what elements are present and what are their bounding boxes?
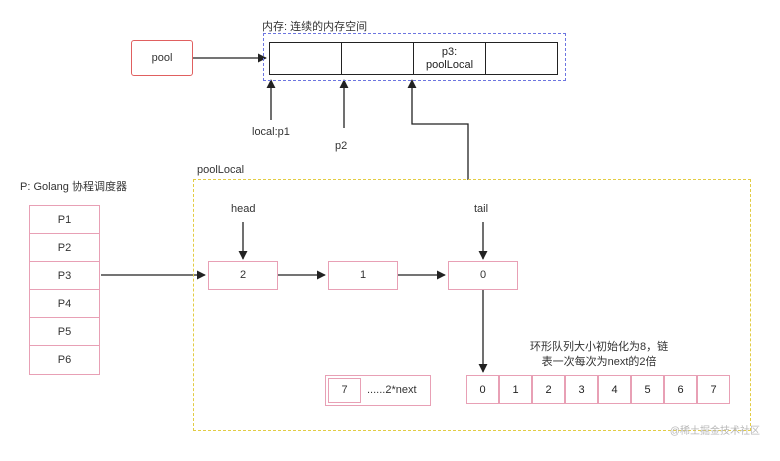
p1-pointer-label: local:p1 [252,126,290,138]
poollocal-title: poolLocal [197,164,245,176]
ring-cell-4: 4 [598,375,631,404]
scheduler-p3: P3 [29,261,100,291]
p2-pointer-label: p2 [335,140,348,152]
memory-region [263,33,566,81]
ring-cell-5: 5 [631,375,664,404]
ring-cell-3: 3 [565,375,598,404]
scheduler-p6: P6 [29,345,100,375]
ring-note: 环形队列大小初始化为8，链 表一次每次为next的2倍 [530,341,669,368]
ring-cell-1: 1 [499,375,532,404]
ring-cell-2: 2 [532,375,565,404]
tail-label: tail [474,203,489,215]
queue-node-0: 0 [448,261,518,290]
poollocal-region [193,179,751,431]
scheduler-p4: P4 [29,289,100,319]
ring-cell-0: 0 [466,375,499,404]
scheduler-p2: P2 [29,233,100,263]
queue-node-1: 1 [328,261,398,290]
scheduler-title: P: Golang 协程调度器 [20,181,127,193]
memory-title: 内存: 连续的内存空间 [262,21,368,33]
head-label: head [231,203,256,215]
watermark: @稀土掘金技术社区 [669,426,760,437]
memory-cell-4 [485,42,558,75]
queue-node-2: 2 [208,261,278,290]
ring-cell-7: 7 [697,375,730,404]
memory-cell-2 [341,42,414,75]
memory-cell-1 [269,42,342,75]
pool-box: pool [131,40,193,76]
poollocal-to-p3-arrow [407,79,469,180]
scheduler-p5: P5 [29,317,100,347]
next-chunk-label: ......2*next [367,384,417,396]
next-chunk-index: 7 [328,378,361,403]
ring-cell-6: 6 [664,375,697,404]
scheduler-p1: P1 [29,205,100,235]
memory-cell-p3: p3: poolLocal [413,42,486,75]
